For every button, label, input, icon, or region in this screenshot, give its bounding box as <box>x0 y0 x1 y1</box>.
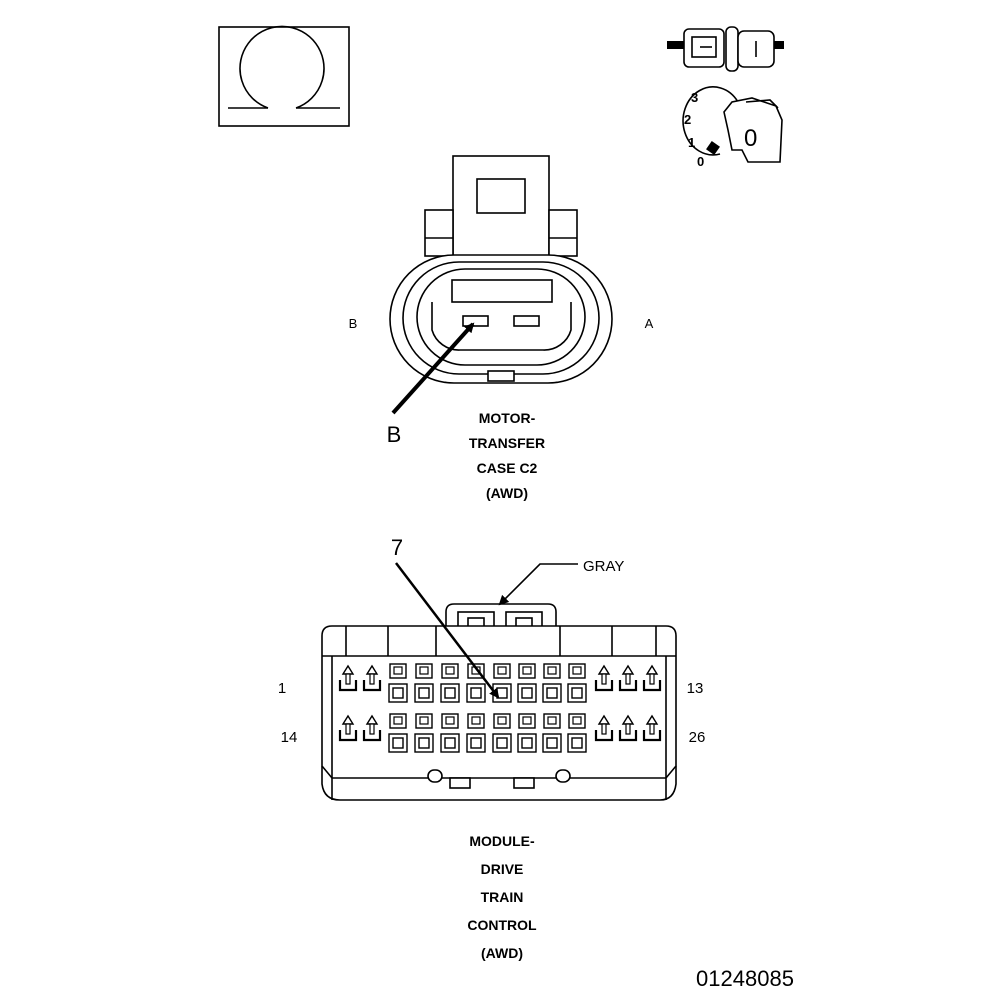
terminal-cavity-19 <box>466 713 486 753</box>
c2-caption-line-2: TRANSFER <box>469 435 545 451</box>
c2-callout-label: B <box>387 422 402 447</box>
switch-position-3: 3 <box>691 90 698 105</box>
dtcm-pin-callout-arrow <box>395 562 500 699</box>
dtcm-pin-callout-label: 7 <box>391 535 403 560</box>
dtcm-caption-line-5: (AWD) <box>481 945 523 961</box>
terminal-cavity-26 <box>642 714 662 742</box>
c2-caption-line-1: MOTOR- <box>479 410 536 426</box>
terminal-cavity-5 <box>440 663 460 703</box>
disconnected-connector-icon <box>667 26 784 72</box>
dtcm-caption-line-4: CONTROL <box>467 917 537 933</box>
dtcm-caption-line-3: TRAIN <box>481 889 524 905</box>
terminal-cavity-24 <box>594 714 614 742</box>
dtcm-color-callout-arrow <box>498 563 578 606</box>
c2-side-label-a: A <box>645 316 654 331</box>
ohm-symbol-icon <box>218 25 350 127</box>
switch-position-2: 2 <box>684 112 691 127</box>
terminal-cavity-13 <box>642 664 662 692</box>
terminal-cavity-22 <box>542 713 562 753</box>
terminal-cavity-1 <box>338 664 358 692</box>
c2-connector <box>389 155 613 384</box>
dtcm-color-callout-label: GRAY <box>583 558 624 575</box>
terminal-cavity-10 <box>567 663 587 703</box>
c2-callout-arrow <box>391 322 475 415</box>
ignition-switch-icon: 3 2 1 0 <box>682 86 739 169</box>
terminal-cavity-15 <box>362 714 382 742</box>
key-position-label: 0 <box>744 125 757 152</box>
dtcm-caption-line-2: DRIVE <box>481 861 524 877</box>
terminal-cavity-20 <box>492 713 512 753</box>
dtcm-caption-line-1: MODULE- <box>469 833 535 849</box>
switch-position-0: 0 <box>697 154 704 169</box>
terminal-cavity-12 <box>618 664 638 692</box>
terminal-cavity-6 <box>466 663 486 703</box>
terminal-cavity-17 <box>414 713 434 753</box>
terminal-cavity-8 <box>517 663 537 703</box>
figure-id: 01248085 <box>696 966 794 991</box>
dtcm-connector <box>321 603 677 801</box>
terminal-cavity-18 <box>440 713 460 753</box>
c2-caption-line-4: (AWD) <box>486 485 528 501</box>
ignition-key-icon: 0 <box>723 97 783 163</box>
c2-side-label-b: B <box>349 316 358 331</box>
terminal-cavity-3 <box>388 663 408 703</box>
terminal-cavity-25 <box>618 714 638 742</box>
pin-label-26: 26 <box>689 729 706 746</box>
terminal-cavity-2 <box>362 664 382 692</box>
pin-label-13: 13 <box>687 680 704 697</box>
terminal-cavity-11 <box>594 664 614 692</box>
terminal-cavity-4 <box>414 663 434 703</box>
terminal-cavity-21 <box>517 713 537 753</box>
terminal-cavity-9 <box>542 663 562 703</box>
switch-position-1: 1 <box>688 135 695 150</box>
c2-caption-line-3: CASE C2 <box>477 460 538 476</box>
pin-label-14: 14 <box>281 729 298 746</box>
pin-label-1: 1 <box>278 680 286 697</box>
terminal-cavity-14 <box>338 714 358 742</box>
terminal-cavity-23 <box>567 713 587 753</box>
terminal-cavity-16 <box>388 713 408 753</box>
